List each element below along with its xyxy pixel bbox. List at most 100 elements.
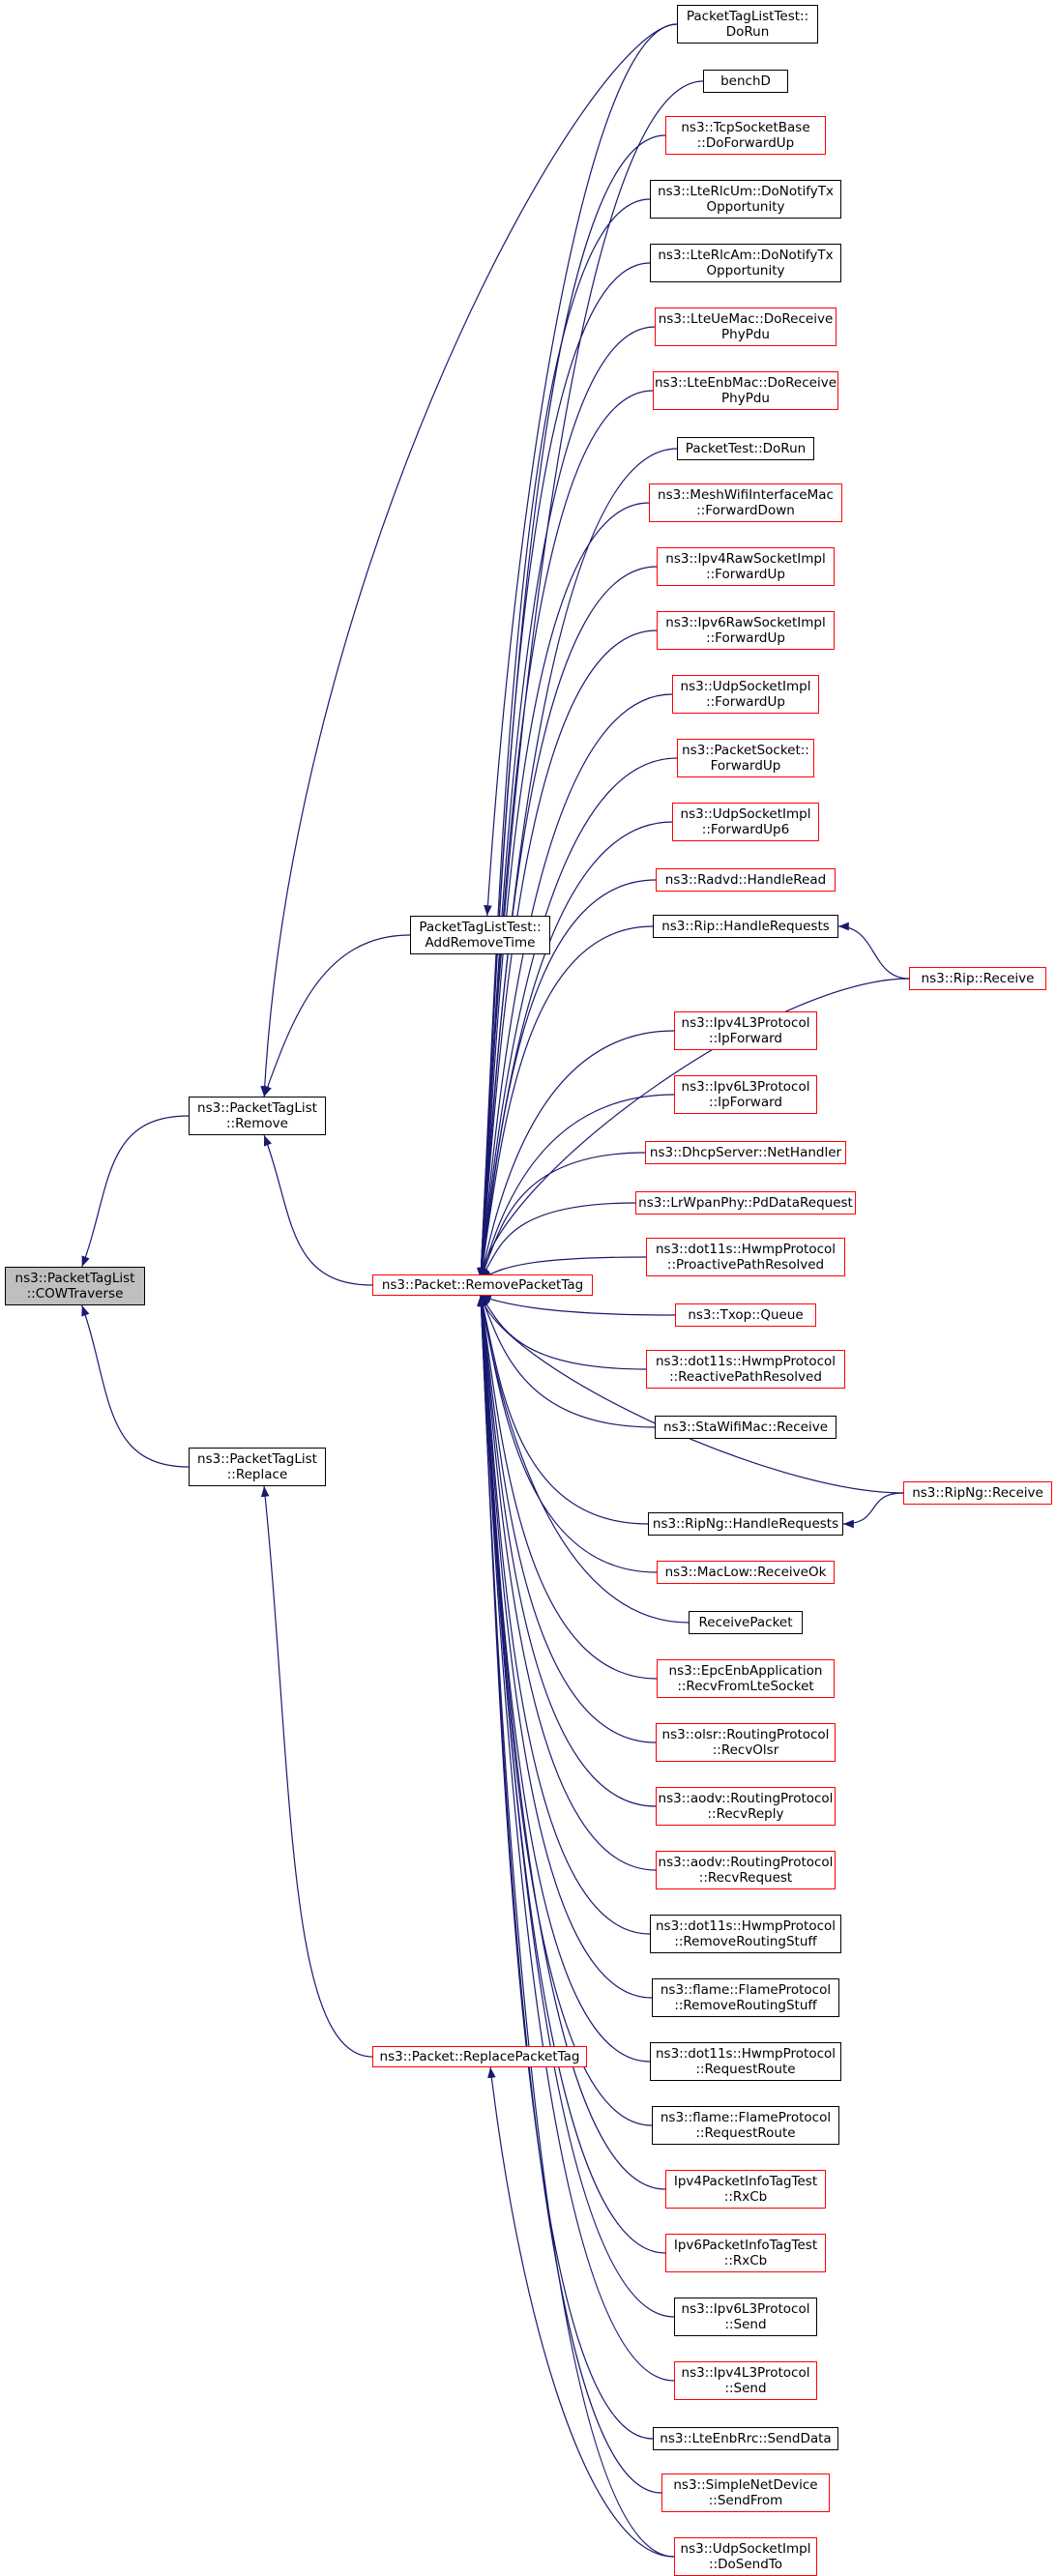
node-rrc[interactable]: ns3::LteEnbRrc::SendData: [653, 2427, 838, 2450]
node-label-line: AddRemoveTime: [425, 935, 536, 951]
node-rem[interactable]: ns3::PacketTagList::Remove: [189, 1097, 326, 1135]
node-label-line: benchD: [720, 73, 771, 89]
node-label-line: ::DoSendTo: [709, 2557, 782, 2572]
edge-udpsend-to-rpt: [477, 1295, 675, 2558]
node-simple[interactable]: ns3::SimpleNetDevice::SendFrom: [661, 2474, 830, 2512]
node-label-line: ns3::StaWifiMac::Receive: [662, 1420, 828, 1435]
edge-riphr-to-rpt: [478, 925, 654, 1279]
node-label-line: ns3::UdpSocketImpl: [680, 679, 811, 694]
edge-ripr-to-rpt: [478, 978, 910, 1279]
node-ripnghr[interactable]: ns3::RipNg::HandleRequests: [648, 1512, 843, 1536]
node-olsr[interactable]: ns3::olsr::RoutingProtocol::RecvOlsr: [656, 1723, 836, 1762]
node-label-line: ::RecvRequest: [698, 1870, 793, 1886]
node-udpfu[interactable]: ns3::UdpSocketImpl::ForwardUp: [672, 675, 819, 714]
edge-maclow-to-rpt: [478, 1295, 658, 1573]
node-ripngr[interactable]: ns3::RipNg::Receive: [903, 1481, 1052, 1505]
node-label-line: ns3::RipNg::HandleRequests: [652, 1516, 839, 1532]
node-recvpkt[interactable]: ReceivePacket: [689, 1611, 803, 1634]
node-aodvreq[interactable]: ns3::aodv::RoutingProtocol::RecvRequest: [656, 1851, 836, 1889]
node-ptl_dorun[interactable]: PacketTagListTest::DoRun: [677, 5, 818, 44]
node-label-line: ::ForwardDown: [696, 503, 795, 518]
node-label-line: ns3::Ipv6L3Protocol: [681, 2301, 810, 2317]
node-addrt[interactable]: PacketTagListTest::AddRemoveTime: [410, 916, 550, 954]
node-lrwpan[interactable]: ns3::LrWpanPhy::PdDataRequest: [635, 1191, 856, 1215]
edge-addrt-to-rem: [263, 934, 411, 1098]
node-txop[interactable]: ns3::Txop::Queue: [675, 1303, 816, 1327]
node-dhcp[interactable]: ns3::DhcpServer::NetHandler: [645, 1141, 846, 1164]
node-maclow[interactable]: ns3::MacLow::ReceiveOk: [657, 1561, 835, 1584]
node-label-line: ns3::olsr::RoutingProtocol: [661, 1727, 830, 1742]
node-label-line: PhyPdu: [721, 327, 770, 342]
edge-ptl_dorun-to-addrt: [484, 23, 678, 917]
edge-ipv4raw-to-rpt: [477, 566, 658, 1279]
node-udpsend[interactable]: ns3::UdpSocketImpl::DoSendTo: [674, 2537, 817, 2576]
node-label-line: DoRun: [725, 24, 770, 40]
edge-mesh-to-rpt: [477, 502, 650, 1279]
edge-aodvrep-to-rpt: [477, 1295, 657, 1807]
node-label-line: ns3::MeshWifiInterfaceMac: [658, 487, 834, 503]
node-label-line: ns3::LteRlcUm::DoNotifyTx: [658, 184, 834, 199]
node-pktsock[interactable]: ns3::PacketSocket::ForwardUp: [677, 739, 814, 777]
node-epc[interactable]: ns3::EpcEnbApplication::RecvFromLteSocke…: [657, 1659, 835, 1698]
edge-rlcam-to-rpt: [477, 262, 651, 1279]
node-riphr[interactable]: ns3::Rip::HandleRequests: [653, 915, 838, 938]
node-hwmppro[interactable]: ns3::dot11s::HwmpProtocol::ProactivePath…: [646, 1238, 845, 1276]
node-label-line: ns3::UdpSocketImpl: [680, 2541, 811, 2557]
node-ipv6raw[interactable]: ns3::Ipv6RawSocketImpl::ForwardUp: [657, 611, 835, 650]
edge-rem-to-cow: [81, 1115, 190, 1268]
node-ipv4fwd[interactable]: ns3::Ipv4L3Protocol::IpForward: [674, 1011, 817, 1050]
node-pkt_dorun[interactable]: PacketTest::DoRun: [677, 437, 814, 460]
node-hwmprrs[interactable]: ns3::dot11s::HwmpProtocol::RemoveRouting…: [650, 1915, 841, 1953]
edge-sta-to-rpt: [480, 1295, 656, 1428]
node-radvd[interactable]: ns3::Radvd::HandleRead: [656, 868, 836, 892]
node-aodvrep[interactable]: ns3::aodv::RoutingProtocol::RecvReply: [656, 1787, 836, 1826]
node-rep[interactable]: ns3::PacketTagList::Replace: [189, 1448, 326, 1486]
node-flamerrs[interactable]: ns3::flame::FlameProtocol::RemoveRouting…: [652, 1978, 839, 2017]
node-label-line: PhyPdu: [721, 391, 770, 406]
node-ipv4raw[interactable]: ns3::Ipv4RawSocketImpl::ForwardUp: [657, 547, 835, 586]
node-ipv6send[interactable]: ns3::Ipv6L3Protocol::Send: [674, 2298, 817, 2336]
node-ipv6rx[interactable]: Ipv6PacketInfoTagTest::RxCb: [665, 2234, 826, 2272]
edge-udpfu-to-rpt: [477, 693, 673, 1279]
node-ipv4send[interactable]: ns3::Ipv4L3Protocol::Send: [674, 2361, 817, 2400]
node-benchd[interactable]: benchD: [703, 70, 788, 93]
edge-enbmac-to-rpt: [477, 390, 654, 1279]
node-label-line: ::COWTraverse: [26, 1286, 124, 1302]
node-label-line: ns3::aodv::RoutingProtocol: [658, 1791, 834, 1806]
edge-rpt-to-rem: [263, 1134, 373, 1286]
node-label-line: ns3::dot11s::HwmpProtocol: [655, 1242, 837, 1257]
edge-ipv6fwd-to-rpt: [479, 1094, 675, 1279]
edge-rrc-to-rpt: [477, 1295, 654, 2440]
node-rpt[interactable]: ns3::Packet::RemovePacketTag: [372, 1274, 593, 1296]
node-label-line: ns3::Txop::Queue: [688, 1307, 804, 1323]
node-label-line: ns3::LteEnbMac::DoReceive: [655, 375, 837, 391]
node-ipv4rx[interactable]: Ipv4PacketInfoTagTest::RxCb: [665, 2170, 826, 2209]
node-label-line: ns3::Packet::ReplacePacketTag: [379, 2049, 580, 2064]
edge-rep-to-cow: [81, 1304, 190, 1468]
node-label-line: ns3::dot11s::HwmpProtocol: [655, 1918, 837, 1934]
node-hwmprea[interactable]: ns3::dot11s::HwmpProtocol::ReactivePathR…: [646, 1350, 845, 1389]
node-label-line: ns3::EpcEnbApplication: [668, 1663, 823, 1679]
node-label-line: ns3::flame::FlameProtocol: [660, 1982, 832, 1998]
node-cow: ns3::PacketTagList::COWTraverse: [5, 1267, 145, 1305]
node-label-line: ns3::LrWpanPhy::PdDataRequest: [638, 1195, 853, 1211]
node-label-line: ::Send: [724, 2317, 767, 2332]
node-label-line: ::RecvReply: [707, 1806, 784, 1822]
node-flamereq[interactable]: ns3::flame::FlameProtocol::RequestRoute: [652, 2106, 839, 2145]
edge-hwmprrs-to-rpt: [477, 1295, 651, 1935]
node-rplpt[interactable]: ns3::Packet::ReplacePacketTag: [372, 2046, 587, 2067]
node-mesh[interactable]: ns3::MeshWifiInterfaceMac::ForwardDown: [649, 483, 842, 522]
node-ipv6fwd[interactable]: ns3::Ipv6L3Protocol::IpForward: [674, 1075, 817, 1114]
node-label-line: ns3::Packet::RemovePacketTag: [381, 1277, 584, 1293]
node-label-line: ::RemoveRoutingStuff: [674, 1998, 817, 2013]
node-hwmpreq[interactable]: ns3::dot11s::HwmpProtocol::RequestRoute: [650, 2042, 841, 2081]
edge-hwmprea-to-rpt: [480, 1295, 647, 1370]
node-udpfu6[interactable]: ns3::UdpSocketImpl::ForwardUp6: [672, 803, 819, 841]
node-sta[interactable]: ns3::StaWifiMac::Receive: [655, 1416, 837, 1439]
node-ripr[interactable]: ns3::Rip::Receive: [909, 967, 1046, 990]
node-tcp[interactable]: ns3::TcpSocketBase::DoForwardUp: [665, 116, 826, 155]
